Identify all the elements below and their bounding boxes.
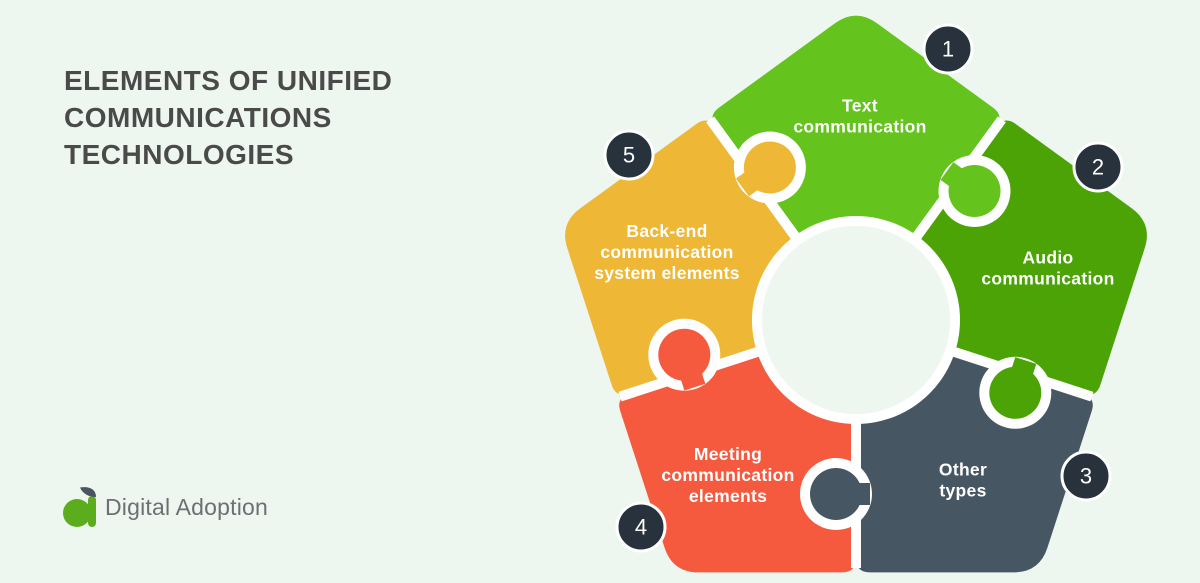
- puzzle-piece-5: [565, 120, 798, 395]
- badge-3: 3: [1060, 450, 1112, 502]
- knob-3: [810, 468, 862, 520]
- digital-adoption-logo-icon: [63, 487, 96, 527]
- knob-5: [743, 141, 796, 194]
- center-circle: [762, 226, 950, 414]
- badge-number-1: 1: [942, 37, 954, 62]
- badge-number-4: 4: [635, 515, 647, 540]
- puzzle-piece-4: [619, 350, 856, 573]
- badge-number-3: 3: [1080, 464, 1092, 489]
- badge-4: 4: [615, 501, 667, 553]
- badge-number-2: 2: [1092, 155, 1104, 180]
- page-title: ELEMENTS OF UNIFIED COMMUNICATIONS TECHN…: [64, 65, 393, 170]
- badge-1: 1: [922, 23, 974, 75]
- badge-2: 2: [1072, 141, 1124, 193]
- brand-logo: Digital Adoption: [62, 486, 268, 528]
- badge-5: 5: [603, 129, 655, 181]
- knob-2: [989, 366, 1042, 419]
- knob-1: [948, 165, 1001, 217]
- knob-4: [658, 328, 711, 381]
- logo-text: Digital Adoption: [105, 493, 269, 520]
- badge-number-5: 5: [623, 143, 635, 168]
